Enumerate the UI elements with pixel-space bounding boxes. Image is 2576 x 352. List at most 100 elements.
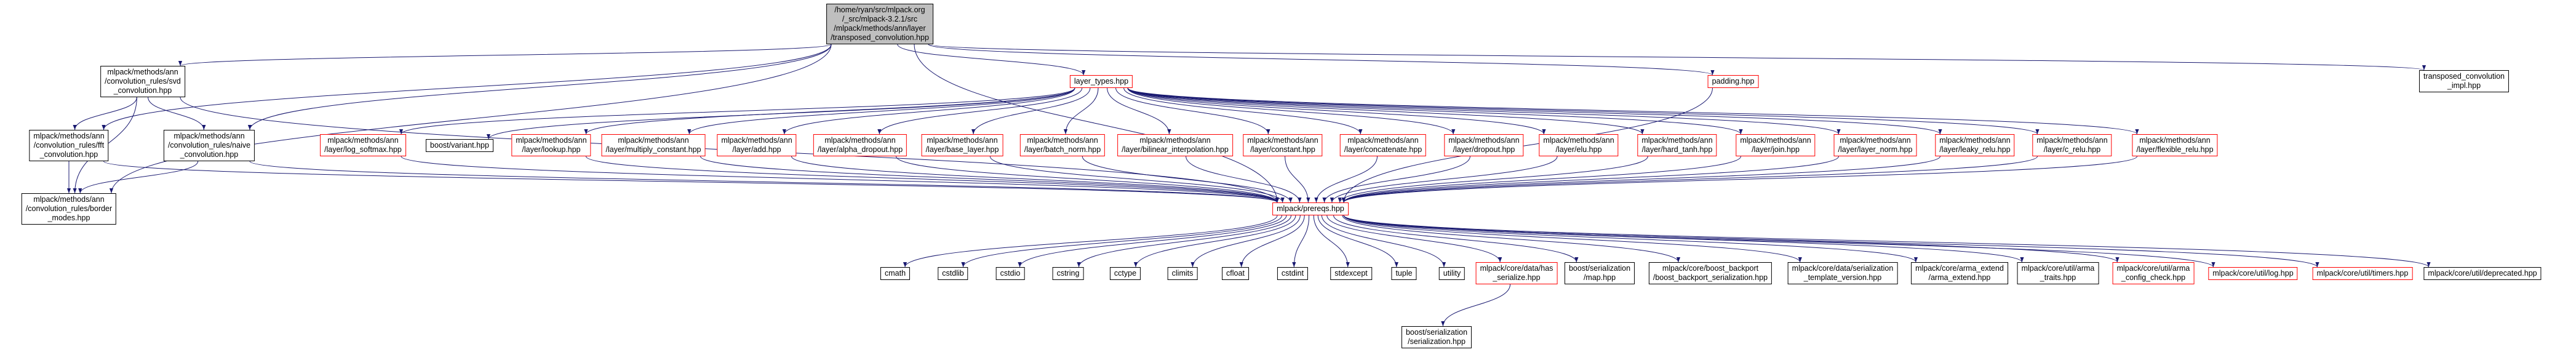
edge-prereqs--utility: [1321, 215, 1446, 268]
node-transposed_convolution[interactable]: /home/ryan/src/mlpack.org /_src/mlpack-3…: [826, 4, 933, 44]
edge-elu--prereqs: [1330, 156, 1558, 203]
edge-transposed_convolution--prereqs: [914, 44, 1280, 203]
node-serialization_map[interactable]: boost/serialization /map.hpp: [1564, 262, 1635, 284]
edge-layer_types--multiply_constant: [687, 87, 1075, 135]
edge-prereqs--boost_backport_serialization: [1342, 215, 1681, 263]
edge-multiply_constant--prereqs: [700, 156, 1279, 203]
node-leaky_relu[interactable]: mlpack/methods/ann /layer/leaky_relu.hpp: [1935, 134, 2015, 156]
edge-transposed_convolution--naive_convolution: [247, 44, 832, 130]
edge-svd_convolution--fft_convolution: [73, 97, 137, 130]
node-multiply_constant[interactable]: mlpack/methods/ann /layer/multiply_const…: [601, 134, 706, 156]
edge-layer_types--join: [1127, 87, 1743, 135]
edge-layer_types--add: [782, 87, 1075, 135]
node-c_relu[interactable]: mlpack/methods/ann /layer/c_relu.hpp: [2032, 134, 2112, 156]
edge-layer_types--leaky_relu: [1127, 87, 1942, 135]
node-prereqs[interactable]: mlpack/prereqs.hpp: [1272, 202, 1349, 215]
node-join[interactable]: mlpack/methods/ann /layer/join.hpp: [1736, 134, 1816, 156]
edge-transposed_convolution--border_modes: [109, 44, 832, 194]
node-padding[interactable]: padding.hpp: [1707, 75, 1759, 88]
edge-hard_tanh--prereqs: [1338, 156, 1648, 203]
node-layer_norm[interactable]: mlpack/methods/ann /layer/layer_norm.hpp: [1833, 134, 1917, 156]
node-add[interactable]: mlpack/methods/ann /layer/add.hpp: [717, 134, 797, 156]
node-cstdlib[interactable]: cstdlib: [938, 267, 968, 280]
edge-layer_types--concatenate: [1123, 87, 1363, 135]
edge-layer_types--alpha_dropout: [877, 87, 1083, 135]
edge-svd_convolution--naive_convolution: [148, 97, 206, 130]
edge-prereqs--cstdlib: [961, 215, 1283, 268]
edge-bilinear_interpolation--prereqs: [1186, 156, 1302, 203]
node-arma_config_check[interactable]: mlpack/core/util/arma _config_check.hpp: [2112, 262, 2195, 284]
edge-prereqs--arma_traits: [1343, 215, 2024, 263]
node-flexible_relu[interactable]: mlpack/methods/ann /layer/flexible_relu.…: [2132, 134, 2218, 156]
edge-leaky_relu--prereqs: [1342, 156, 1940, 203]
node-dropout[interactable]: mlpack/methods/ann /layer/dropout.hpp: [1444, 134, 1524, 156]
edge-layer_types--log_softmax: [399, 87, 1075, 135]
edge-layer_types--elu: [1127, 87, 1546, 135]
node-utility[interactable]: utility: [1438, 267, 1465, 280]
edge-alpha_dropout--prereqs: [896, 156, 1280, 203]
node-cmath[interactable]: cmath: [880, 267, 911, 280]
node-serialization_template_version[interactable]: mlpack/core/data/serialization _template…: [1787, 262, 1898, 284]
edge-layer_types--bilinear_interpolation: [1107, 87, 1171, 135]
edge-layer_types--lookup: [584, 87, 1075, 135]
node-log_softmax[interactable]: mlpack/methods/ann /layer/log_softmax.hp…: [320, 134, 406, 156]
edge-padding--prereqs: [1341, 87, 1713, 203]
edge-prereqs--log: [1343, 215, 2215, 268]
edge-join--prereqs: [1341, 156, 1741, 203]
node-transposed_convolution_impl[interactable]: transposed_convolution _impl.hpp: [2418, 70, 2510, 92]
edge-add--prereqs: [791, 156, 1279, 203]
node-layer_types[interactable]: layer_types.hpp: [1069, 75, 1133, 88]
node-naive_convolution[interactable]: mlpack/methods/ann /convolution_rules/na…: [163, 130, 255, 161]
edge-prereqs--cmath: [903, 215, 1278, 268]
edge-layer_types--flexible_relu: [1127, 87, 2139, 135]
node-hard_tanh[interactable]: mlpack/methods/ann /layer/hard_tanh.hpp: [1637, 134, 1717, 156]
node-concatenate[interactable]: mlpack/methods/ann /layer/concatenate.hp…: [1339, 134, 1427, 156]
node-base_layer[interactable]: mlpack/methods/ann /layer/base_layer.hpp: [921, 134, 1003, 156]
edge-layer_types--constant: [1115, 87, 1270, 135]
node-batch_norm[interactable]: mlpack/methods/ann /layer/batch_norm.hpp: [1019, 134, 1106, 156]
node-alpha_dropout[interactable]: mlpack/methods/ann /layer/alpha_dropout.…: [813, 134, 907, 156]
node-deprecated[interactable]: mlpack/core/util/deprecated.hpp: [2423, 267, 2542, 280]
edge-layer_types--base_layer: [971, 87, 1091, 135]
node-timers[interactable]: mlpack/core/util/timers.hpp: [2312, 267, 2413, 280]
node-arma_extend[interactable]: mlpack/core/arma_extend /arma_extend.hpp: [1911, 262, 2008, 284]
edge-has_serialize--serialization: [1441, 284, 1511, 327]
node-bilinear_interpolation[interactable]: mlpack/methods/ann /layer/bilinear_inter…: [1117, 134, 1233, 156]
node-fft_convolution[interactable]: mlpack/methods/ann /convolution_rules/ff…: [29, 130, 109, 161]
node-cstring[interactable]: cstring: [1052, 267, 1084, 280]
node-cfloat[interactable]: cfloat: [1222, 267, 1249, 280]
node-tuple[interactable]: tuple: [1391, 267, 1417, 280]
node-elu[interactable]: mlpack/methods/ann /layer/elu.hpp: [1539, 134, 1619, 156]
node-stdexcept[interactable]: stdexcept: [1330, 267, 1372, 280]
node-lookup[interactable]: mlpack/methods/ann /layer/lookup.hpp: [511, 134, 591, 156]
edge-prereqs--timers: [1343, 215, 2319, 268]
edge-transposed_convolution--fft_convolution: [102, 44, 832, 130]
edge-constant--prereqs: [1285, 156, 1310, 203]
edge-prereqs--cstring: [1077, 215, 1291, 268]
node-boost_variant[interactable]: boost/variant.hpp: [426, 139, 493, 152]
edge-layer_types--hard_tanh: [1127, 87, 1645, 135]
node-cstdint[interactable]: cstdint: [1277, 267, 1309, 280]
node-boost_backport_serialization[interactable]: mlpack/core/boost_backport /boost_backpo…: [1648, 262, 1772, 284]
node-svd_convolution[interactable]: mlpack/methods/ann /convolution_rules/sv…: [100, 66, 185, 97]
edge-naive_convolution--border_modes: [78, 161, 199, 194]
node-climits[interactable]: climits: [1167, 267, 1198, 280]
node-log[interactable]: mlpack/core/util/log.hpp: [2208, 267, 2298, 280]
edge-prereqs--cfloat: [1239, 215, 1305, 268]
edge-prereqs--serialization_map: [1333, 215, 1579, 263]
node-constant[interactable]: mlpack/methods/ann /layer/constant.hpp: [1243, 134, 1323, 156]
edge-transposed_convolution--transposed_convolution_impl: [928, 44, 2426, 71]
node-cctype[interactable]: cctype: [1109, 267, 1141, 280]
edge-prereqs--arma_extend: [1343, 215, 1918, 263]
node-serialization[interactable]: boost/serialization /serialization.hpp: [1401, 326, 1472, 348]
edge-prereqs--serialization_template_version: [1343, 215, 1802, 263]
node-border_modes[interactable]: mlpack/methods/ann /convolution_rules/bo…: [21, 193, 117, 225]
edge-log_softmax--prereqs: [401, 156, 1279, 203]
edge-lookup--prereqs: [586, 156, 1279, 203]
node-has_serialize[interactable]: mlpack/core/data/has _serialize.hpp: [1475, 262, 1558, 284]
node-arma_traits[interactable]: mlpack/core/util/arma _traits.hpp: [2017, 262, 2099, 284]
edge-prereqs--tuple: [1317, 215, 1398, 268]
node-cstdio[interactable]: cstdio: [995, 267, 1025, 280]
edge-fft_convolution--prereqs: [103, 161, 1279, 203]
